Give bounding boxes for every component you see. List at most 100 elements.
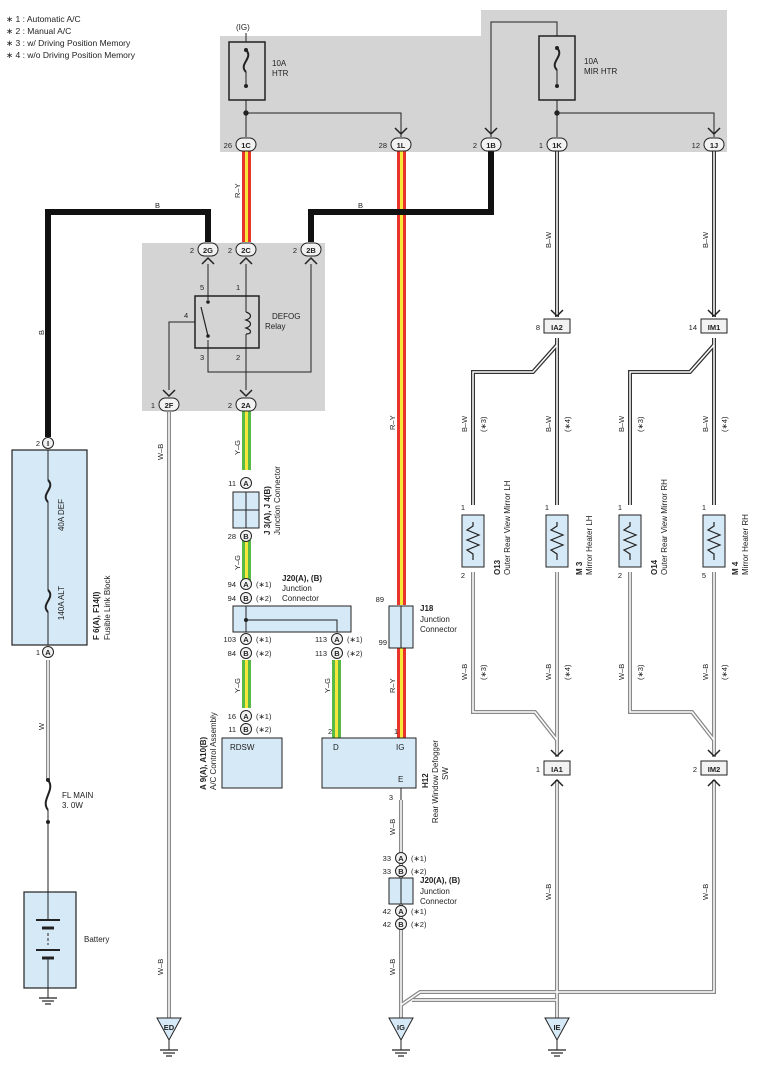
svg-text:FL MAIN: FL MAIN <box>62 791 93 800</box>
connectors: 1C 26 1L 28 1B 2 1K 1 1J 12 2G 2 2C 2 2B… <box>151 137 728 776</box>
svg-text:28: 28 <box>379 141 387 150</box>
svg-text:Junction: Junction <box>420 615 450 624</box>
svg-text:99: 99 <box>379 638 387 647</box>
j20-junction-connector: A 94 (∗1) B 94 (∗2) J20(A), (B) Junction… <box>223 574 363 659</box>
svg-text:2: 2 <box>293 246 297 255</box>
svg-text:2F: 2F <box>165 401 174 410</box>
svg-text:A/C Control Assembly: A/C Control Assembly <box>209 712 218 790</box>
j18-junction-connector: 89 99 J18 Junction Connector <box>376 595 457 649</box>
ground-ie: IE <box>544 1017 570 1057</box>
svg-text:2: 2 <box>618 571 622 580</box>
svg-text:140A ALT: 140A ALT <box>57 586 66 620</box>
svg-text:I: I <box>47 439 49 448</box>
svg-text:MIR HTR: MIR HTR <box>584 67 618 76</box>
svg-text:F 6(A), F14(I): F 6(A), F14(I) <box>92 591 101 640</box>
svg-text:1C: 1C <box>241 141 251 150</box>
svg-text:3: 3 <box>200 353 204 362</box>
svg-text:94: 94 <box>228 594 236 603</box>
svg-text:A 9(A), A10(B): A 9(A), A10(B) <box>199 736 208 790</box>
svg-text:3. 0W: 3. 0W <box>62 801 83 810</box>
svg-text:W–B: W–B <box>617 664 626 680</box>
defog-relay: DEFOG Relay 5 1 4 3 2 <box>168 264 312 390</box>
svg-text:1: 1 <box>236 283 240 292</box>
svg-text:O14: O14 <box>650 559 659 575</box>
outer-mirror-rh: 1 2 O14 Outer Rear View Mirror RH <box>618 479 669 580</box>
svg-text:2: 2 <box>36 439 40 448</box>
svg-text:Connector: Connector <box>420 625 457 634</box>
svg-text:(∗4): (∗4) <box>563 664 572 680</box>
svg-text:28: 28 <box>228 532 236 541</box>
svg-text:R–Y: R–Y <box>388 415 397 430</box>
svg-text:B: B <box>334 649 340 658</box>
svg-text:8: 8 <box>536 323 540 332</box>
ground-ig: IG <box>388 1017 414 1057</box>
svg-text:E: E <box>398 775 403 784</box>
svg-text:(∗3): (∗3) <box>636 664 645 680</box>
svg-text:1: 1 <box>151 401 155 410</box>
outer-mirror-lh: 1 2 O13 Outer Rear View Mirror LH <box>461 480 512 580</box>
svg-text:1: 1 <box>394 727 398 736</box>
svg-text:(∗3): (∗3) <box>636 416 645 432</box>
relay-panel <box>142 243 325 411</box>
svg-text:SW: SW <box>441 767 450 780</box>
svg-text:B: B <box>243 725 249 734</box>
svg-text:Fusible Link Block: Fusible Link Block <box>103 575 112 640</box>
junction-block-wiring <box>243 21 715 137</box>
ac-control-assembly: A 16 (∗1) B 11 (∗2) RDSW A 9(A), A10(B) … <box>199 710 283 790</box>
svg-text:(∗3): (∗3) <box>479 664 488 680</box>
svg-text:10A: 10A <box>584 57 599 66</box>
svg-text:Connector: Connector <box>420 897 457 906</box>
svg-text:12: 12 <box>692 141 700 150</box>
svg-text:(∗1): (∗1) <box>256 712 272 721</box>
svg-text:J 3(A), J 4(B): J 3(A), J 4(B) <box>263 486 272 535</box>
svg-text:DEFOG: DEFOG <box>272 312 300 321</box>
svg-text:2: 2 <box>328 727 332 736</box>
svg-text:1: 1 <box>539 141 543 150</box>
svg-text:(∗1): (∗1) <box>347 635 363 644</box>
svg-text:113: 113 <box>315 635 327 644</box>
svg-text:10A: 10A <box>272 59 287 68</box>
svg-text:W–B: W–B <box>544 884 553 900</box>
svg-text:84: 84 <box>228 649 236 658</box>
svg-text:(∗1): (∗1) <box>256 635 272 644</box>
svg-text:(∗2): (∗2) <box>256 649 272 658</box>
yg-wires <box>242 410 341 738</box>
svg-text:2: 2 <box>473 141 477 150</box>
svg-text:Battery: Battery <box>84 935 109 944</box>
svg-text:42: 42 <box>383 907 391 916</box>
svg-text:14: 14 <box>689 323 697 332</box>
svg-text:(∗2): (∗2) <box>256 594 272 603</box>
svg-text:A: A <box>243 580 249 589</box>
svg-text:J20(A), (B): J20(A), (B) <box>282 574 322 583</box>
svg-text:B–W: B–W <box>544 231 553 248</box>
svg-text:1: 1 <box>461 503 465 512</box>
svg-text:26: 26 <box>224 141 232 150</box>
htr-fuse: (IG) 10A HTR <box>228 23 289 101</box>
svg-text:1: 1 <box>536 765 540 774</box>
svg-text:1: 1 <box>545 503 549 512</box>
svg-text:IG: IG <box>397 1023 405 1032</box>
svg-text:5: 5 <box>200 283 204 292</box>
legend-line: ∗ 4 : w/o Driving Position Memory <box>6 50 136 60</box>
svg-text:Relay: Relay <box>265 322 285 331</box>
svg-text:2A: 2A <box>241 401 251 410</box>
svg-text:W–B: W–B <box>388 959 397 975</box>
svg-text:Junction Connector: Junction Connector <box>273 466 282 535</box>
svg-text:HTR: HTR <box>272 69 289 78</box>
svg-text:J20(A), (B): J20(A), (B) <box>420 876 460 885</box>
svg-text:W–B: W–B <box>701 664 710 680</box>
svg-text:A: A <box>243 635 249 644</box>
svg-text:D: D <box>333 743 339 752</box>
svg-text:(∗2): (∗2) <box>411 920 427 929</box>
ground-ed: ED <box>156 1017 182 1057</box>
svg-text:2: 2 <box>236 353 240 362</box>
legend-line: ∗ 1 : Automatic A/C <box>6 14 81 24</box>
svg-text:B–W: B–W <box>460 415 469 432</box>
svg-text:89: 89 <box>376 595 384 604</box>
rear-window-defogger-switch: 2 1 D IG E 3 Rear Window Defogger SW H12 <box>321 727 450 823</box>
svg-text:2C: 2C <box>241 246 251 255</box>
svg-text:M 4: M 4 <box>731 561 740 575</box>
svg-text:(∗2): (∗2) <box>256 725 272 734</box>
svg-text:B: B <box>243 594 249 603</box>
svg-text:B: B <box>155 201 160 210</box>
